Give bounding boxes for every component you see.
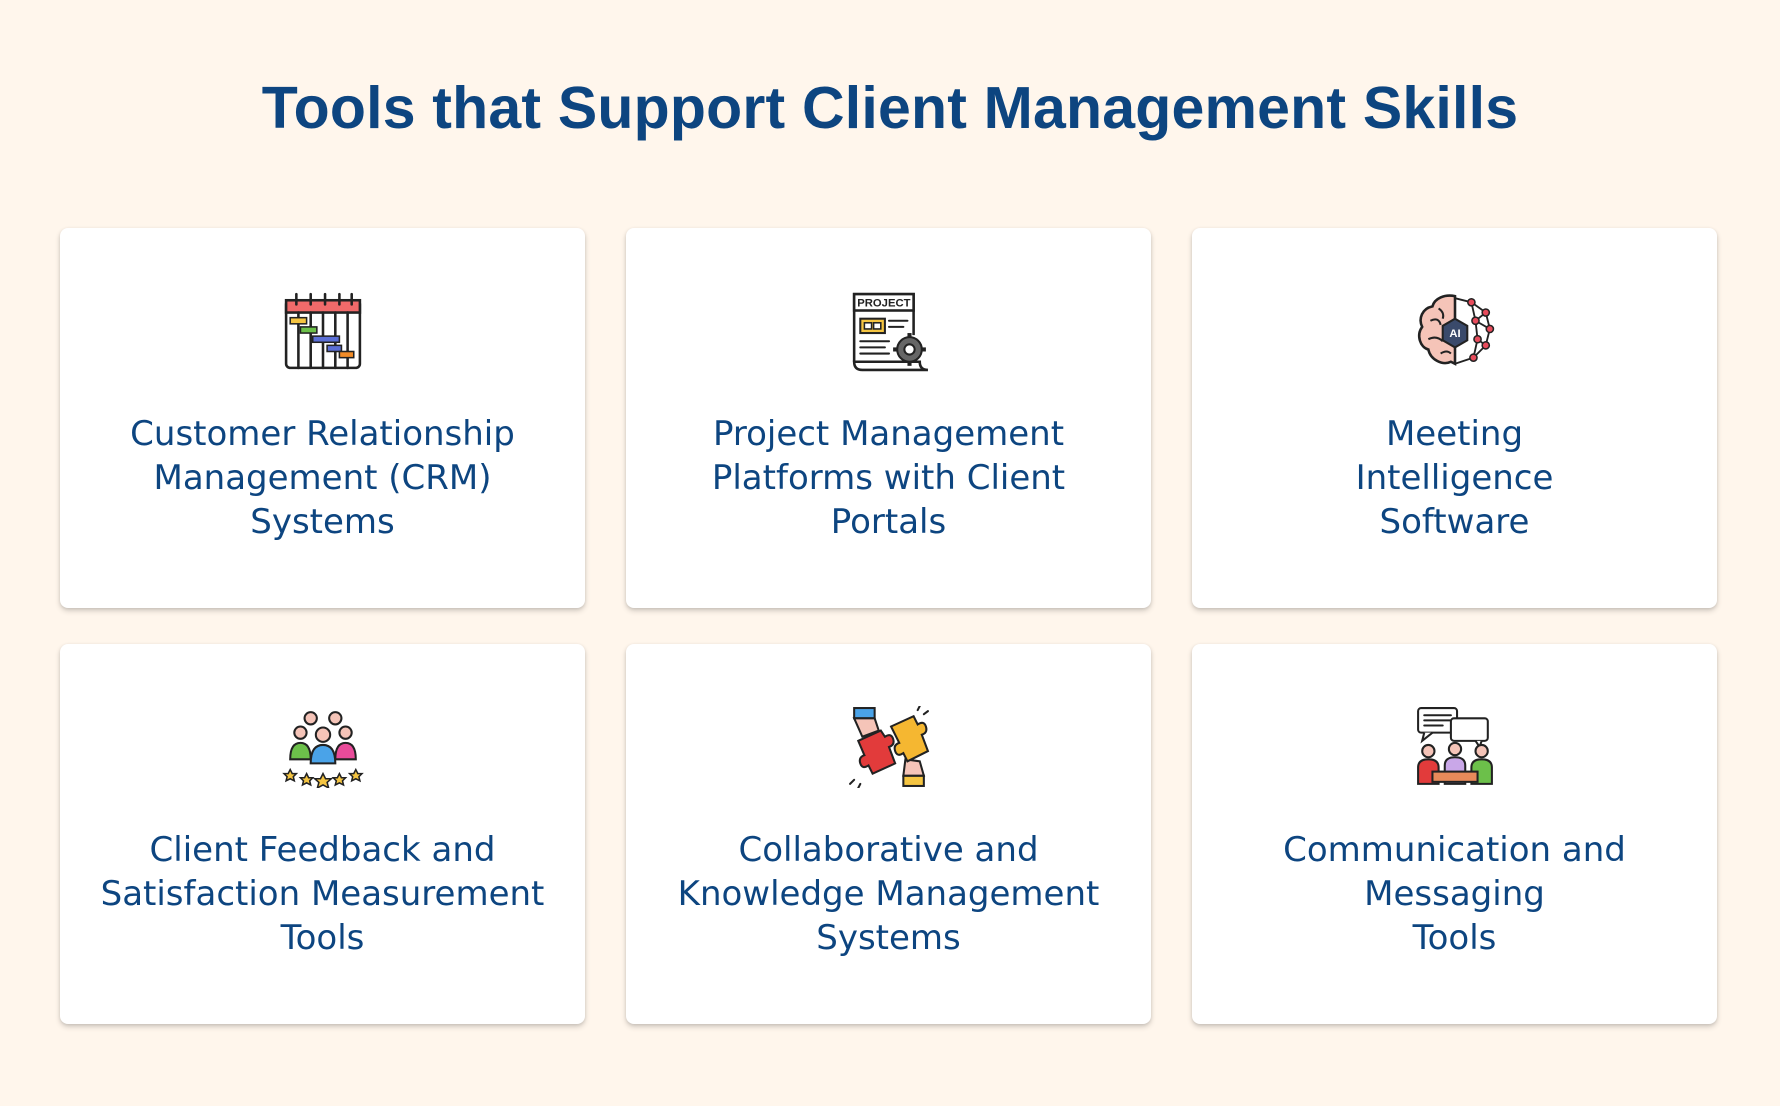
tool-card-label: Customer Relationship Management (CRM) S…: [130, 414, 515, 542]
project-document-gear-icon: PROJECT: [848, 290, 930, 372]
tool-card-crm: Customer Relationship Management (CRM) S…: [60, 228, 585, 608]
tool-card-label: Client Feedback and Satisfaction Measure…: [100, 830, 545, 958]
tool-card-project-management: PROJECT Project Management Platforms wit…: [626, 228, 1151, 608]
tool-card-label: Communication and Messaging Tools: [1283, 830, 1626, 958]
tool-card-client-feedback: Client Feedback and Satisfaction Measure…: [60, 644, 585, 1024]
puzzle-hands-icon: [848, 706, 930, 788]
tool-card-label: Project Management Platforms with Client…: [711, 414, 1066, 542]
tool-card-communication-messaging: Communication and Messaging Tools: [1192, 644, 1717, 1024]
tool-card-meeting-intelligence: AI Meeting Intelligence Software: [1192, 228, 1717, 608]
tool-card-collaborative-knowledge: Collaborative and Knowledge Management S…: [626, 644, 1151, 1024]
ai-brain-network-icon: AI: [1414, 290, 1496, 372]
gantt-calendar-icon: [282, 290, 364, 372]
page-title: Tools that Support Client Management Ski…: [261, 75, 1519, 141]
icon-project-text: PROJECT: [857, 297, 910, 309]
icon-ai-text: AI: [1449, 328, 1460, 340]
customer-rating-group-icon: [282, 706, 364, 788]
tool-card-label: Collaborative and Knowledge Management S…: [677, 830, 1100, 958]
tool-card-label: Meeting Intelligence Software: [1355, 414, 1554, 542]
chat-meeting-icon: [1414, 706, 1496, 788]
